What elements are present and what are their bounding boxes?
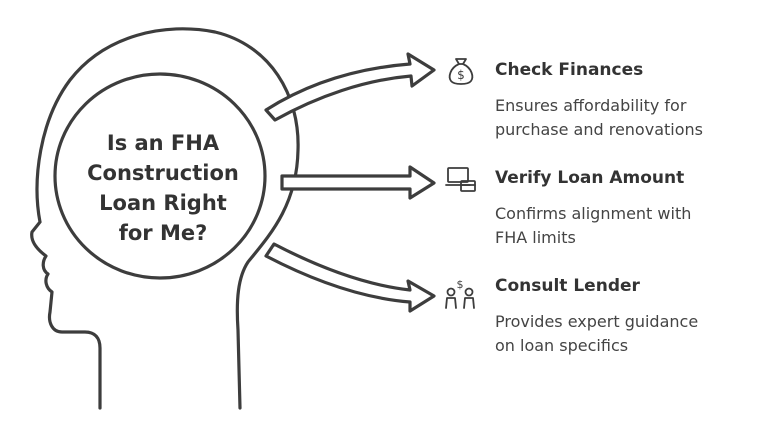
item-title-verify-loan: Verify Loan Amount [495, 168, 685, 188]
item-desc-line: Ensures affordability for [495, 96, 687, 115]
head-silhouette [30, 27, 300, 410]
head-title-line: Loan Right [99, 191, 227, 215]
item-desc-line: Provides expert guidance [495, 312, 699, 331]
arrow-verify-loan [280, 165, 436, 200]
head-title: Is an FHA Construction Loan Right for Me… [68, 128, 258, 248]
item-desc-verify-loan: Confirms alignment with FHA limits [495, 202, 775, 250]
item-title-check-finances: Check Finances [495, 60, 644, 80]
item-desc-line: Confirms alignment with [495, 204, 692, 223]
head-title-line: Construction [87, 161, 239, 185]
svg-text:$: $ [457, 68, 465, 82]
money-bag-icon: $ [448, 58, 474, 85]
head-title-line: for Me? [118, 221, 208, 245]
svg-text:$: $ [457, 278, 464, 291]
item-desc-check-finances: Ensures affordability for purchase and r… [495, 94, 775, 142]
item-desc-line: purchase and renovations [495, 120, 703, 139]
arrow-consult-lender [264, 242, 436, 313]
head-title-line: Is an FHA [106, 131, 220, 155]
item-desc-consult-lender: Provides expert guidance on loan specifi… [495, 310, 775, 358]
item-desc-line: on loan specifics [495, 336, 629, 355]
arrow-check-finances [264, 52, 436, 122]
people-money-icon: $ [445, 278, 475, 309]
brain-circle [53, 72, 267, 280]
item-title-consult-lender: Consult Lender [495, 276, 640, 296]
laptop-card-icon [445, 167, 476, 192]
item-desc-line: FHA limits [495, 228, 576, 247]
